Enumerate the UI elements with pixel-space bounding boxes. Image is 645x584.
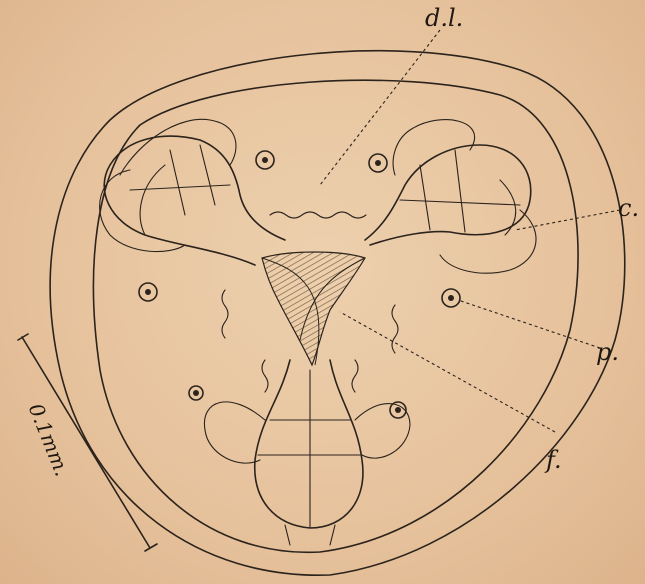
nucleus-bottom-right: [390, 402, 406, 418]
leader-c: [515, 210, 620, 230]
central-hatched-region: [262, 252, 365, 365]
nucleus-upper-right: [369, 154, 387, 172]
label-dl: d.l.: [425, 6, 463, 30]
leader-p: [458, 300, 600, 348]
nucleus-right-p: [442, 289, 460, 307]
bottom-lobe: [255, 360, 363, 528]
label-c: c.: [618, 196, 639, 220]
nucleus-left: [139, 283, 157, 301]
label-f: f.: [546, 448, 562, 472]
right-lobe: [365, 145, 531, 245]
leader-f: [340, 312, 555, 432]
label-p: p.: [596, 340, 619, 364]
nucleus-upper-left: [256, 151, 274, 169]
nucleus-bottom-left: [189, 386, 203, 400]
